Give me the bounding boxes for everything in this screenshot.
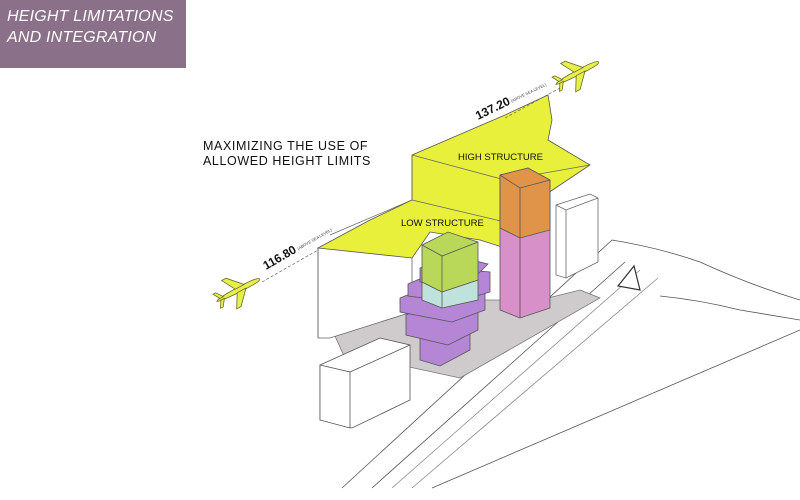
diagram-heading-line1: MAXIMIZING THE USE OF (203, 139, 368, 153)
slide-title-line2: AND INTEGRATION (7, 29, 157, 46)
airplane-icon-left (212, 277, 261, 310)
low-structure-block (421, 231, 479, 309)
height-low-value: 116.80 (261, 242, 299, 272)
slide-title-line1: HEIGHT LIMITATIONS (7, 8, 174, 25)
airplane-icon-top-right (551, 60, 600, 93)
traffic-island (616, 264, 641, 291)
height-reference-lines (261, 87, 561, 338)
existing-building-front (319, 337, 411, 429)
low-structure-label: LOW STRUCTURE (401, 218, 484, 229)
slide-title: HEIGHT LIMITATIONS AND INTEGRATION (0, 0, 186, 68)
existing-building-right (555, 193, 599, 279)
diagram-heading-line2: ALLOWED HEIGHT LIMITS (203, 154, 371, 168)
high-structure-label: HIGH STRUCTURE (458, 152, 543, 163)
high-structure-tower (499, 167, 551, 319)
